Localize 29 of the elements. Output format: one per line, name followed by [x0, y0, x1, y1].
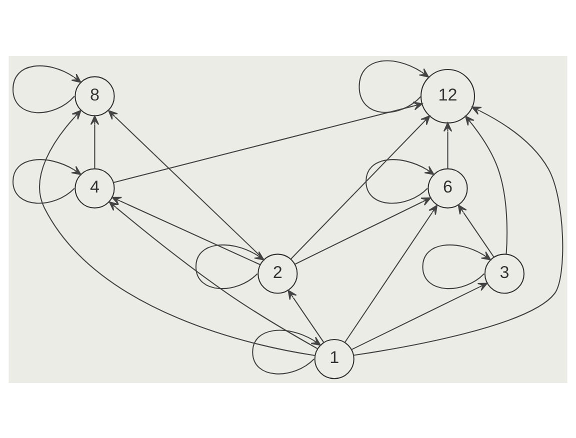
- arrow: [443, 122, 452, 168]
- arrow: [114, 101, 423, 182]
- arrow: [108, 110, 264, 260]
- arrow: [351, 282, 488, 350]
- arrow: [458, 204, 494, 257]
- arrow: [90, 114, 100, 168]
- arrow: [358, 60, 430, 112]
- arrow: [366, 158, 434, 204]
- arrow: [354, 106, 564, 356]
- arrow: [108, 200, 318, 348]
- node-circle: 4: [74, 168, 115, 208]
- node-circle: 3: [484, 253, 525, 294]
- node-circle: 6: [428, 168, 468, 208]
- arrow: [252, 329, 321, 374]
- node-circle: 12: [420, 68, 476, 123]
- arrow: [12, 64, 82, 113]
- arrow: [294, 196, 431, 264]
- arrow: [195, 244, 264, 289]
- arrow: [344, 204, 438, 342]
- arrow: [422, 244, 492, 289]
- arrow: [465, 115, 508, 254]
- arrow: [39, 109, 315, 356]
- arrow: [12, 158, 82, 204]
- node-circle: 8: [74, 76, 115, 116]
- arrow: [112, 196, 260, 265]
- arrow: [288, 289, 324, 342]
- arrow: [290, 114, 430, 259]
- node-circle: 2: [258, 253, 298, 294]
- node-circle: 1: [314, 338, 354, 379]
